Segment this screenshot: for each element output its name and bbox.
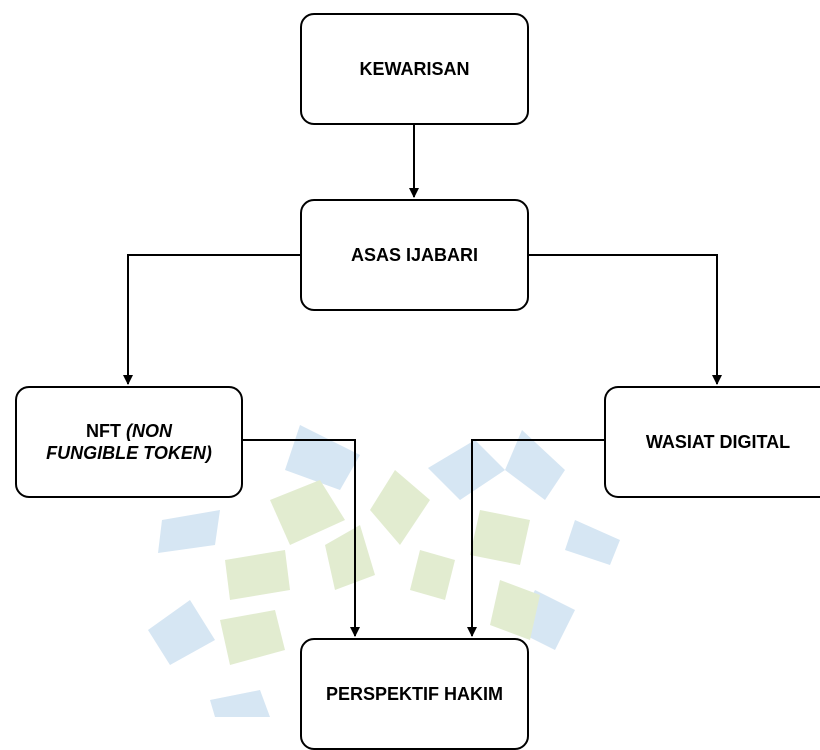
diagram-canvas: KEWARISAN ASAS IJABARI NFT (NON FUNGIBLE… <box>15 13 820 750</box>
watermark-petal <box>210 690 270 717</box>
arrow-wasiat-to-hakim <box>467 439 604 637</box>
watermark-petal <box>505 430 565 500</box>
node-perspektif-hakim-label: PERSPEKTIF HAKIM <box>325 683 503 704</box>
watermark-petal <box>220 610 285 665</box>
watermark-petal <box>565 520 620 565</box>
node-nft: NFT (NON FUNGIBLE TOKEN) <box>15 386 243 498</box>
node-kewarisan-label: KEWARISAN <box>359 58 470 79</box>
node-nft-italic-line2: FUNGIBLE TOKEN) <box>46 443 212 463</box>
arrow-asas-to-nft <box>123 254 300 385</box>
watermark-petal <box>428 440 505 500</box>
arrow-nft-to-hakim <box>243 439 360 637</box>
watermark-petal <box>270 480 345 545</box>
watermark-petal <box>148 600 215 665</box>
watermark-petal <box>225 550 290 600</box>
watermark-petal <box>470 510 530 565</box>
node-nft-label: NFT (NON FUNGIBLE TOKEN) <box>46 420 212 465</box>
node-asas-ijabari: ASAS IJABARI <box>300 199 529 311</box>
watermark-petal <box>370 470 430 545</box>
watermark-logo <box>148 425 620 717</box>
node-nft-italic-line1: (NON <box>125 420 172 441</box>
node-perspektif-hakim: PERSPEKTIF HAKIM <box>300 638 529 750</box>
watermark-petal <box>158 510 220 553</box>
connectors <box>123 125 722 637</box>
watermark-petal <box>410 550 455 600</box>
node-nft-prefix: NFT <box>85 420 126 441</box>
watermark-petal <box>285 425 360 490</box>
node-kewarisan: KEWARISAN <box>300 13 529 125</box>
node-asas-ijabari-label: ASAS IJABARI <box>350 244 479 265</box>
node-wasiat-digital: WASIAT DIGITAL <box>604 386 820 498</box>
arrow-asas-to-wasiat <box>529 254 722 385</box>
watermark-petal <box>325 525 375 590</box>
watermark-petal <box>490 580 540 640</box>
node-wasiat-digital-label: WASIAT DIGITAL <box>645 431 791 452</box>
